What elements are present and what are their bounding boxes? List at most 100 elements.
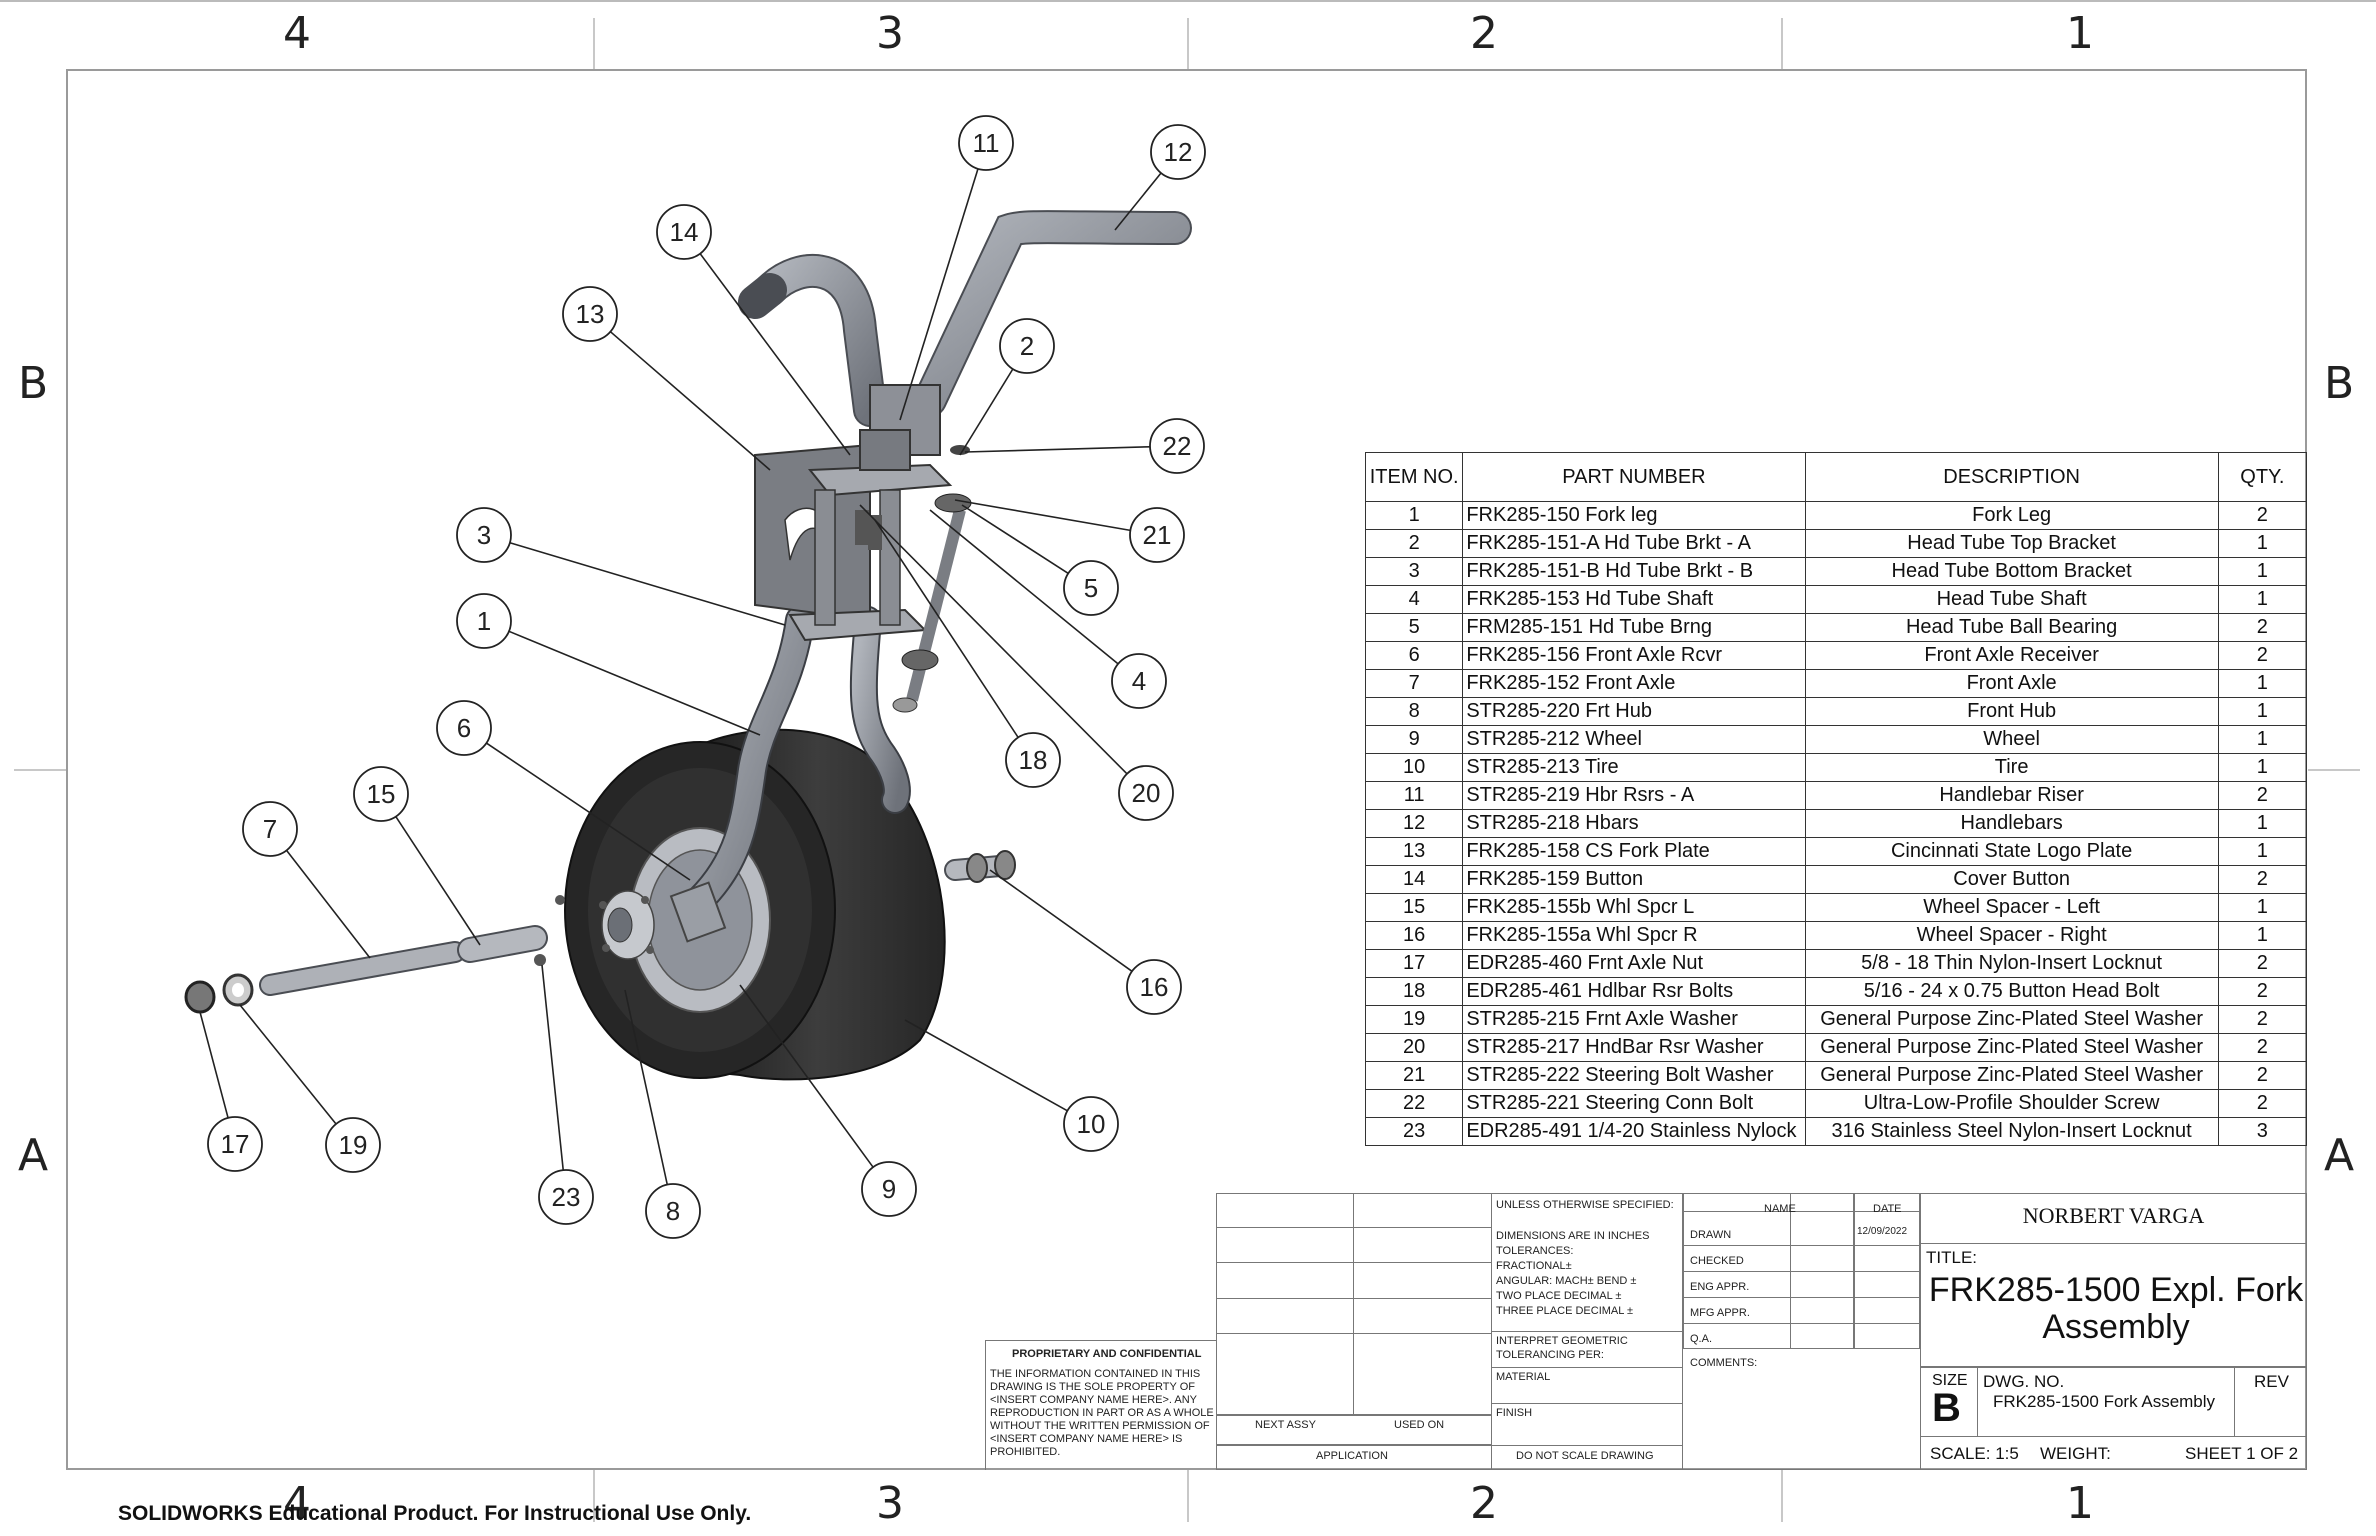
balloon-leader-line [508, 630, 761, 736]
balloon-circle [353, 766, 409, 822]
unless-specified-label: UNLESS OTHERWISE SPECIFIED: [1496, 1199, 1674, 1211]
eng-appr-label: ENG APPR. [1690, 1281, 1750, 1293]
proprietary-line-6: <INSERT COMPANY NAME HERE> IS [990, 1433, 1183, 1445]
bom-cell-part-number: EDR285-461 Hdlbar Rsr Bolts [1462, 977, 1806, 1006]
item-balloon: 17 [207, 1116, 263, 1172]
bom-cell-item: 22 [1364, 1089, 1464, 1118]
bom-cell-qty: 2 [2217, 1061, 2308, 1090]
balloon-circle [999, 318, 1055, 374]
bom-cell-qty: 1 [2217, 809, 2308, 838]
item-balloon: 21 [1129, 507, 1185, 563]
proprietary-line-4: REPRODUCTION IN PART OR AS A WHOLE [990, 1407, 1214, 1419]
balloon-leader-line [395, 816, 481, 946]
dims-line-6: THREE PLACE DECIMAL ± [1496, 1305, 1634, 1317]
bom-cell-part-number: FRK285-151-A Hd Tube Brkt - A [1462, 529, 1806, 558]
balloon-label: 22 [1163, 431, 1192, 461]
dims-line-3: FRACTIONAL± [1496, 1260, 1572, 1272]
drawing-title-line-1: FRK285-1500 Expl. Fork [1928, 1271, 2304, 1309]
bom-cell-item: 23 [1364, 1117, 1464, 1146]
bom-cell-item: 10 [1364, 753, 1464, 782]
balloon-leader-line [541, 964, 565, 1171]
bom-cell-description: Wheel Spacer - Left [1804, 893, 2219, 922]
balloon-label: 2 [1020, 331, 1034, 361]
interpret-line-1: INTERPRET GEOMETRIC [1496, 1335, 1628, 1347]
zone-row-a-right: A [2324, 1130, 2355, 1181]
size-value: B [1932, 1386, 1961, 1430]
bom-cell-description: Cincinnati State Logo Plate [1804, 837, 2219, 866]
bom-cell-part-number: STR285-221 Steering Conn Bolt [1462, 1089, 1806, 1118]
bom-cell-item: 5 [1364, 613, 1464, 642]
bom-cell-description: Tire [1804, 753, 2219, 782]
bom-cell-part-number: EDR285-491 1/4-20 Stainless Nylock [1462, 1117, 1806, 1146]
sheet-label: SHEET 1 OF 2 [2185, 1444, 2299, 1463]
zone-col-3-top: 3 [876, 8, 904, 59]
bom-cell-description: Head Tube Top Bracket [1804, 529, 2219, 558]
zone-col-4-bottom: 4 [283, 1478, 311, 1529]
balloon-label: 21 [1143, 520, 1172, 550]
bom-cell-part-number: STR285-217 HndBar Rsr Washer [1462, 1033, 1806, 1062]
proprietary-line-1: THE INFORMATION CONTAINED IN THIS [990, 1368, 1201, 1380]
balloon-leader-line [239, 1004, 337, 1125]
balloon-circle [538, 1169, 594, 1225]
balloon-circle [1129, 507, 1185, 563]
balloon-leader-line [859, 504, 1128, 775]
balloon-circle [656, 204, 712, 260]
item-balloon: 13 [562, 286, 618, 342]
bom-cell-qty: 2 [2217, 865, 2308, 894]
balloon-label: 14 [670, 217, 699, 247]
balloon-circle [436, 700, 492, 756]
bom-cell-description: Head Tube Ball Bearing [1804, 613, 2219, 642]
title-label: TITLE: [1926, 1248, 1978, 1267]
bom-cell-part-number: EDR285-460 Frnt Axle Nut [1462, 949, 1806, 978]
proprietary-block [985, 1340, 1216, 1470]
qa-label: Q.A. [1690, 1333, 1713, 1345]
bom-cell-description: Head Tube Bottom Bracket [1804, 557, 2219, 586]
bom-cell-item: 1 [1364, 501, 1464, 530]
bom-cell-description: Handlebars [1804, 809, 2219, 838]
balloon-label: 10 [1077, 1109, 1106, 1139]
balloon-circle [958, 115, 1014, 171]
head-tube-brackets [754, 443, 953, 642]
bom-cell-item: 8 [1364, 697, 1464, 726]
bom-cell-part-number: FRK285-151-B Hd Tube Brkt - B [1462, 557, 1806, 586]
material-label: MATERIAL [1496, 1371, 1551, 1383]
bom-cell-description: General Purpose Zinc-Plated Steel Washer [1804, 1005, 2219, 1034]
balloon-label: 7 [263, 814, 277, 844]
balloon-label: 20 [1132, 778, 1161, 808]
bom-cell-description: 316 Stainless Steel Nylon-Insert Locknut [1804, 1117, 2219, 1146]
bom-cell-item: 4 [1364, 585, 1464, 614]
bom-cell-description: General Purpose Zinc-Plated Steel Washer [1804, 1061, 2219, 1090]
bom-cell-qty: 1 [2217, 529, 2308, 558]
zone-row-a-left: A [18, 1130, 49, 1181]
bom-cell-description: 5/8 - 18 Thin Nylon-Insert Locknut [1804, 949, 2219, 978]
balloon-label: 11 [973, 128, 1000, 158]
proprietary-title: PROPRIETARY AND CONFIDENTIAL [1012, 1348, 1202, 1360]
bom-cell-part-number: FRK285-156 Front Axle Rcvr [1462, 641, 1806, 670]
bom-cell-qty: 1 [2217, 669, 2308, 698]
bom-cell-part-number: STR285-213 Tire [1462, 753, 1806, 782]
item-balloon: 20 [1118, 765, 1174, 821]
bom-cell-qty: 1 [2217, 893, 2308, 922]
bom-cell-part-number: FRK285-155b Whl Spcr L [1462, 893, 1806, 922]
bom-cell-part-number: FRM285-151 Hd Tube Brng [1462, 613, 1806, 642]
rev-label: REV [2254, 1372, 2289, 1391]
application-label: APPLICATION [1316, 1450, 1388, 1462]
fork-legs [685, 605, 911, 915]
bom-cell-description: Ultra-Low-Profile Shoulder Screw [1804, 1089, 2219, 1118]
balloon-label: 18 [1019, 745, 1048, 775]
bom-cell-item: 14 [1364, 865, 1464, 894]
bom-header-description: DESCRIPTION [1804, 452, 2219, 502]
balloon-leader-line [961, 504, 1069, 575]
bom-cell-part-number: FRK285-158 CS Fork Plate [1462, 837, 1806, 866]
bom-cell-qty: 2 [2217, 501, 2308, 530]
bom-cell-qty: 2 [2217, 641, 2308, 670]
